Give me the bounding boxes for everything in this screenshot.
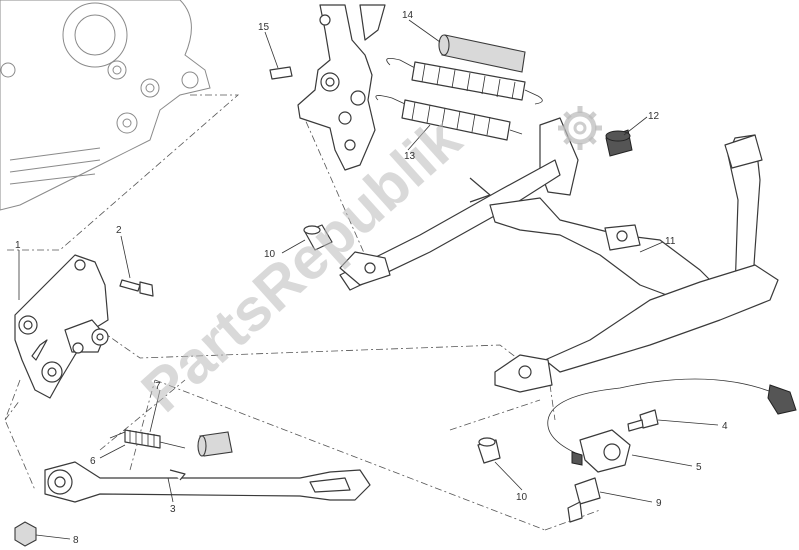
callout-7: 7	[155, 381, 161, 392]
callout-2: 2	[116, 225, 122, 236]
callout-8: 8	[73, 535, 79, 546]
spring-sleeve	[438, 34, 526, 73]
callout-10-lower: 10	[516, 492, 528, 503]
callout-13: 13	[404, 151, 416, 162]
callout-11: 11	[665, 236, 676, 247]
side-stand-spring	[109, 429, 186, 449]
callout-5: 5	[696, 462, 702, 473]
engine-case-outline	[0, 0, 211, 211]
callout-12: 12	[648, 111, 660, 122]
side-stand-switch	[547, 378, 797, 473]
callout-14: 14	[402, 10, 414, 21]
callout-10-upper: 10	[264, 249, 276, 260]
callout-1: 1	[15, 240, 21, 251]
screw-4	[627, 409, 659, 432]
side-stand-bracket	[14, 254, 109, 399]
callout-9: 9	[656, 498, 662, 509]
nut-8	[14, 521, 37, 547]
bushing-upper	[303, 224, 333, 251]
footrest-bracket	[297, 4, 386, 171]
bolt-15	[269, 66, 293, 80]
assembly-lines	[4, 87, 601, 531]
leader-lines	[18, 19, 719, 540]
callout-4: 4	[722, 421, 728, 432]
bolt-9	[567, 477, 601, 523]
callout-3: 3	[170, 504, 176, 515]
side-stand-leg	[44, 461, 371, 503]
center-stand	[339, 117, 779, 393]
gear-icon	[558, 106, 602, 150]
spacer-sleeve	[197, 431, 233, 457]
callout-labels: 1 2 3 4 5 6 7 8 9 10 10 11 12 13 14 15	[15, 10, 728, 546]
center-stand-spring-lower	[375, 95, 523, 141]
watermark-text: PartsRepublik	[129, 104, 474, 424]
callout-6: 6	[90, 456, 96, 467]
callout-15: 15	[258, 22, 270, 33]
rubber-buffer	[605, 129, 633, 157]
bolt-2	[119, 279, 154, 297]
center-stand-spring-upper	[386, 57, 543, 105]
bushing-lower	[477, 437, 501, 464]
